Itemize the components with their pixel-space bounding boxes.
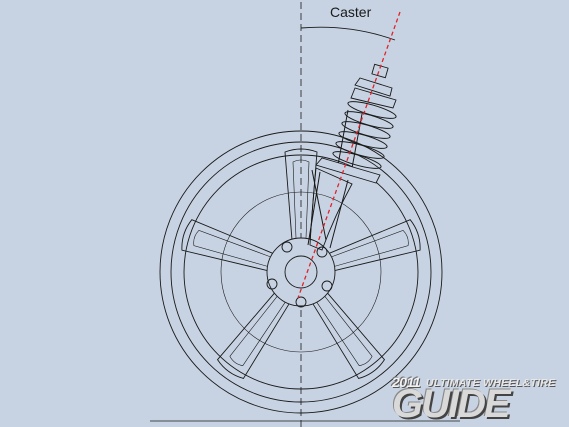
- coil-spring: [332, 101, 397, 169]
- logo-year: 2011: [392, 374, 421, 390]
- tire-outer: [159, 130, 443, 414]
- spring-perch: [315, 157, 381, 184]
- rim-barrel: [220, 191, 382, 353]
- caster-angle-arc: [300, 26, 396, 41]
- spoke: [328, 219, 421, 272]
- wheel: [159, 130, 443, 414]
- strut-top-cap: [371, 63, 389, 79]
- rim-inner: [183, 154, 419, 390]
- caster-label: Caster: [330, 4, 372, 20]
- strut-lower-body: [309, 167, 353, 251]
- strut-assembly: [307, 63, 397, 251]
- spoke: [284, 148, 318, 241]
- spoke: [312, 292, 386, 380]
- lug-hole: [316, 246, 328, 258]
- strut-lower-tube: [307, 169, 349, 249]
- strut-top-hat: [350, 87, 397, 109]
- spoke: [216, 292, 290, 380]
- rim-lip: [170, 141, 432, 403]
- lug-hole: [266, 278, 278, 290]
- lug-hole: [321, 280, 333, 292]
- guide-logo: 2011 ULTIMATE WHEEL&TIRE GUIDE: [392, 374, 567, 426]
- steering-axis-line: [297, 11, 401, 299]
- logo-word: GUIDE: [392, 382, 511, 426]
- shock-body: [337, 109, 363, 169]
- spoke: [181, 219, 274, 272]
- lug-hole: [281, 241, 293, 253]
- lug-hole: [295, 296, 307, 308]
- logo-tagline: ULTIMATE WHEEL&TIRE: [426, 377, 556, 389]
- center-bore: [284, 255, 318, 289]
